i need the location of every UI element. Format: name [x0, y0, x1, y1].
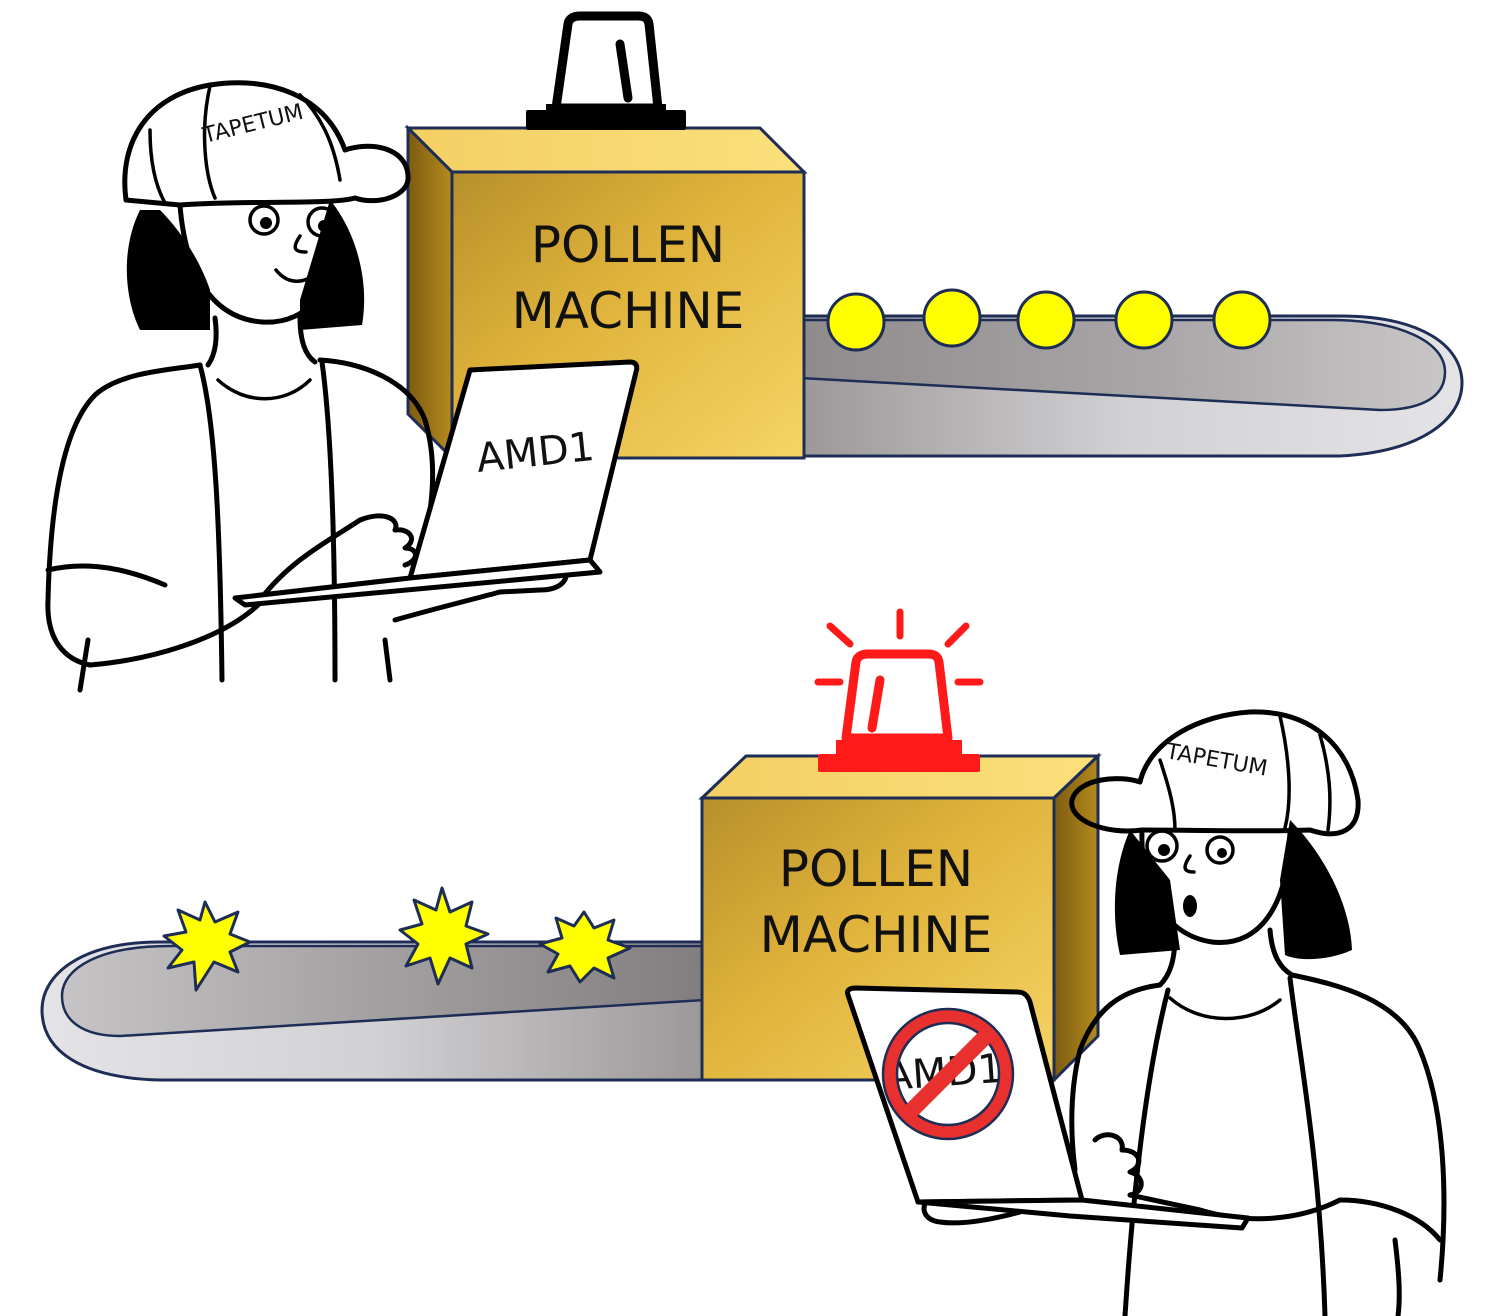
pollen-grain — [1214, 292, 1270, 348]
scene-bottom: POLLEN MACHINE — [42, 612, 1444, 1316]
cap-label: TAPETUM — [199, 100, 305, 149]
pollen-grain — [1018, 292, 1074, 348]
cap-label: TAPETUM — [1163, 739, 1269, 782]
scene-top: POLLEN MACHINE — [48, 16, 1462, 690]
pollen-grain — [924, 290, 980, 346]
machine-label-line1: POLLEN — [531, 216, 725, 274]
pollen-grain — [828, 294, 884, 350]
machine-label-line2: MACHINE — [760, 906, 993, 964]
pollen-grain — [1116, 292, 1172, 348]
beacon-icon — [526, 16, 686, 130]
machine-label-line2: MACHINE — [512, 282, 745, 340]
machine-label-line1: POLLEN — [779, 840, 973, 898]
beacon-alarm-icon — [818, 612, 980, 772]
